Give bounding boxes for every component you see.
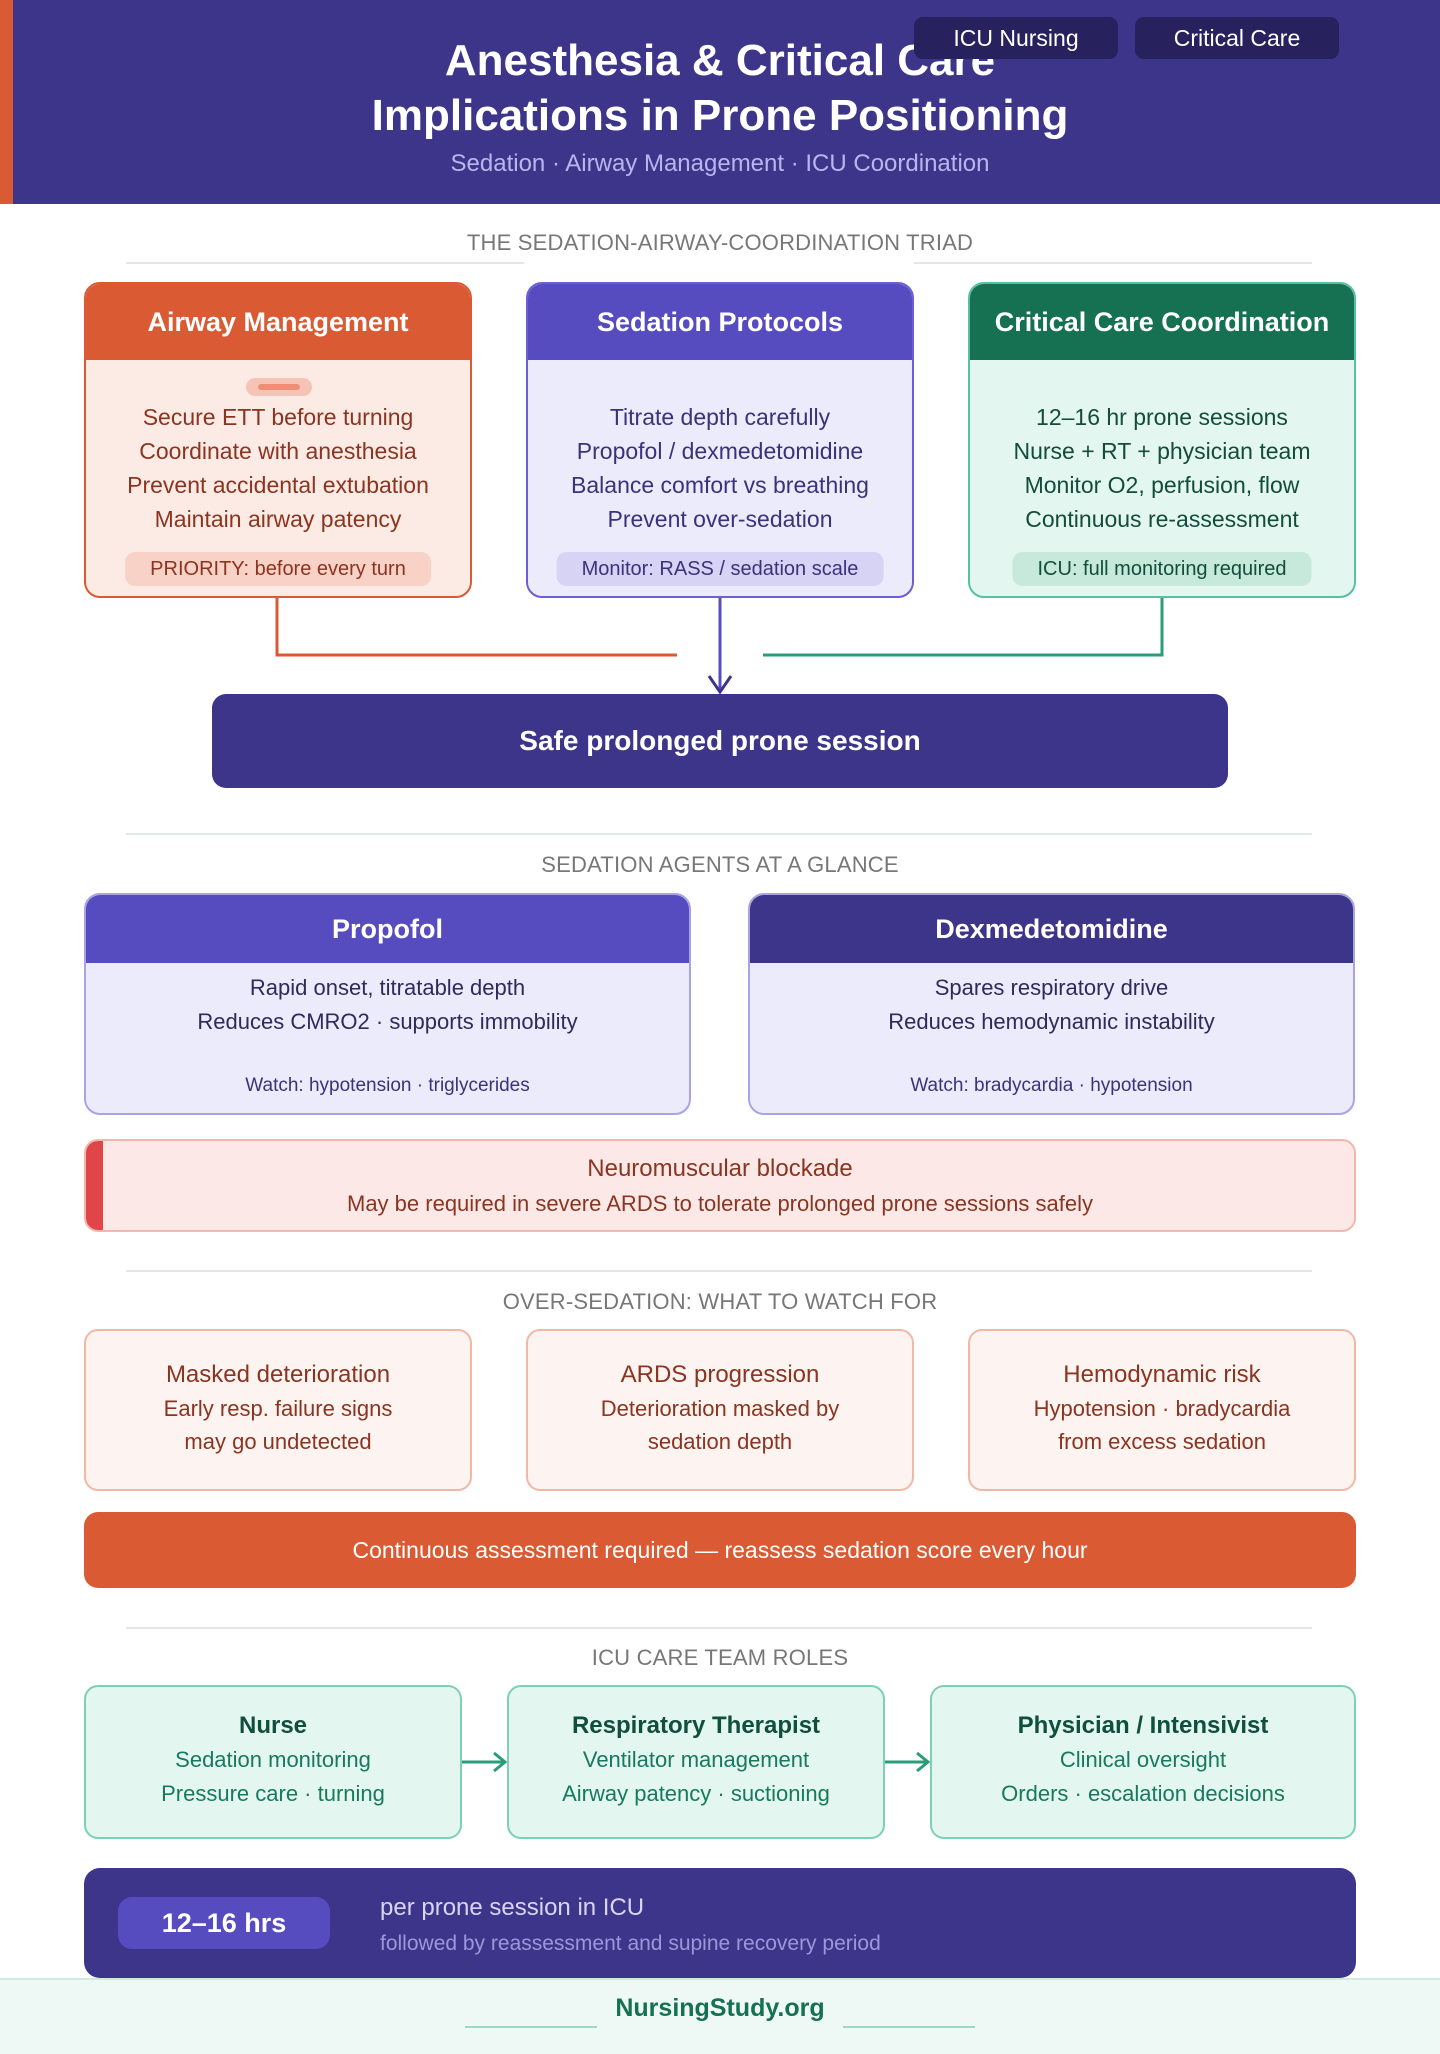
footer-divider-left — [465, 2026, 597, 2028]
session-line1: per prone session in ICU — [380, 1894, 645, 1921]
agent-line: Reduces CMRO2 · supports immobility — [197, 1009, 578, 1034]
divider — [126, 833, 1312, 835]
team-card-respiratory-therapist: Respiratory Therapist Ventilator managem… — [507, 1685, 885, 1839]
card-title: Airway Management — [86, 284, 470, 360]
section-heading-agents: SEDATION AGENTS AT A GLANCE — [541, 852, 899, 877]
team-line: Orders · escalation decisions — [1001, 1781, 1285, 1806]
card-sedation-protocols: Sedation Protocols Titrate depth careful… — [526, 282, 914, 598]
risk-card-ards-progression: ARDS progression Deterioration masked by… — [526, 1329, 914, 1491]
risk-line: from excess sedation — [1058, 1429, 1266, 1454]
divider — [126, 262, 524, 264]
card-line: Monitor O2, perfusion, flow — [1024, 472, 1300, 498]
risk-card-hemodynamic-risk: Hemodynamic risk Hypotension · bradycard… — [968, 1329, 1356, 1491]
team-line: Pressure care · turning — [161, 1781, 385, 1806]
team-title: Respiratory Therapist — [571, 1712, 821, 1739]
card-line: Nurse + RT + physician team — [1013, 438, 1311, 464]
risk-line: may go undetected — [184, 1429, 372, 1454]
divider — [126, 1627, 1312, 1629]
card-line: Titrate depth carefully — [609, 404, 831, 430]
page-title-line1: Anesthesia & Critical Care — [444, 36, 996, 85]
arrow-down-icon — [707, 675, 733, 695]
tag-icu-nursing[interactable]: ICU Nursing — [914, 17, 1118, 59]
card-line: Continuous re-assessment — [1025, 506, 1299, 532]
card-line: Coordinate with anesthesia — [139, 438, 417, 464]
page-footer: NursingStudy.org — [0, 1978, 1440, 2054]
card-airway-management: Airway Management Secure ETT before turn… — [84, 282, 472, 598]
card-title: Critical Care Coordination — [970, 284, 1354, 360]
duration-badge: 12–16 hrs — [118, 1897, 330, 1949]
risk-line: Hypotension · bradycardia — [1033, 1396, 1291, 1421]
session-duration-bar: 12–16 hrs per prone session in ICU follo… — [84, 1868, 1356, 1978]
risk-title: ARDS progression — [620, 1361, 820, 1388]
agent-line: Reduces hemodynamic instability — [888, 1009, 1215, 1034]
risk-line: Deterioration masked by — [600, 1396, 840, 1421]
section-heading-oversedation: OVER-SEDATION: WHAT TO WATCH FOR — [502, 1289, 938, 1314]
risk-line: sedation depth — [647, 1429, 793, 1454]
arrow-right-icon — [462, 1751, 508, 1773]
card-line: Propofol / dexmedetomidine — [576, 438, 864, 464]
agent-watch: Watch: bradycardia · hypotension — [910, 1075, 1193, 1096]
tag-critical-care[interactable]: Critical Care — [1135, 17, 1339, 59]
team-title: Physician / Intensivist — [1017, 1712, 1269, 1739]
card-critical-care-coordination: Critical Care Coordination 12–16 hr pron… — [968, 282, 1356, 598]
icu-connector — [763, 598, 1164, 657]
card-line: Prevent over-sedation — [607, 506, 833, 532]
divider — [914, 262, 1312, 264]
section-heading-triad: THE SEDATION-AIRWAY-COORDINATION TRIAD — [466, 230, 974, 255]
endotracheal-tube-icon — [246, 378, 312, 396]
monitor-pill: Monitor: RASS / sedation scale — [556, 552, 884, 586]
team-line: Airway patency · suctioning — [562, 1781, 830, 1806]
assessment-banner: Continuous assessment required — reasses… — [84, 1512, 1356, 1588]
triad-connectors — [275, 598, 1164, 695]
alert-bar — [86, 1141, 103, 1230]
card-line: 12–16 hr prone sessions — [1036, 404, 1288, 430]
priority-pill: PRIORITY: before every turn — [125, 552, 431, 586]
note-title: Neuromuscular blockade — [587, 1155, 853, 1182]
page-title-line2: Implications in Prone Positioning — [371, 91, 1069, 140]
risk-line: Early resp. failure signs — [163, 1396, 393, 1421]
note-text: May be required in severe ARDS to tolera… — [347, 1191, 1093, 1216]
risk-title: Hemodynamic risk — [1063, 1361, 1261, 1388]
agent-card-dexmedetomidine: Dexmedetomidine Spares respiratory drive… — [748, 893, 1355, 1115]
card-line: Secure ETT before turning — [142, 404, 414, 430]
arrow-right-icon — [885, 1751, 931, 1773]
agent-title: Dexmedetomidine — [750, 895, 1353, 963]
session-line2: followed by reassessment and supine reco… — [380, 1932, 881, 1955]
airway-connector — [275, 598, 677, 657]
section-heading-team: ICU CARE TEAM ROLES — [591, 1645, 849, 1670]
footer-divider-right — [843, 2026, 975, 2028]
team-line: Ventilator management — [582, 1747, 810, 1772]
neuromuscular-blockade-note: Neuromuscular blockade May be required i… — [84, 1139, 1356, 1232]
team-line: Clinical oversight — [1059, 1747, 1227, 1772]
divider — [126, 1270, 1312, 1272]
agent-title: Propofol — [86, 895, 689, 963]
team-title: Nurse — [238, 1712, 308, 1739]
card-line: Prevent accidental extubation — [127, 472, 429, 498]
agent-card-propofol: Propofol Rapid onset, titratable depth R… — [84, 893, 691, 1115]
header-accent-bar — [0, 0, 13, 204]
agent-line: Rapid onset, titratable depth — [249, 975, 526, 1000]
agent-line: Spares respiratory drive — [934, 975, 1169, 1000]
risk-card-masked-deterioration: Masked deterioration Early resp. failure… — [84, 1329, 472, 1491]
footer-brand-link[interactable]: NursingStudy.org — [615, 1994, 825, 2022]
icu-pill: ICU: full monitoring required — [1012, 552, 1312, 586]
team-card-physician: Physician / Intensivist Clinical oversig… — [930, 1685, 1356, 1839]
card-title: Sedation Protocols — [528, 284, 912, 360]
card-line: Maintain airway patency — [154, 506, 402, 532]
outcome-banner: Safe prolonged prone session — [212, 694, 1228, 788]
team-card-nurse: Nurse Sedation monitoring Pressure care … — [84, 1685, 462, 1839]
agent-watch: Watch: hypotension · triglycerides — [245, 1075, 530, 1096]
team-line: Sedation monitoring — [175, 1747, 371, 1772]
risk-title: Masked deterioration — [165, 1361, 391, 1388]
card-line: Balance comfort vs breathing — [571, 472, 869, 498]
page-header: Anesthesia & Critical Care Implications … — [0, 0, 1440, 204]
page-subtitle: Sedation · Airway Management · ICU Coord… — [450, 150, 990, 177]
